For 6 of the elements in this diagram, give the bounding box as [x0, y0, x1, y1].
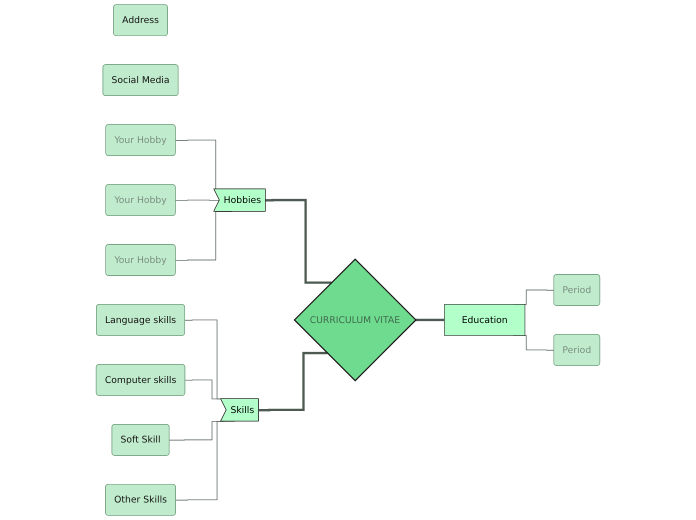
connector: [416, 318, 444, 322]
connector: [266, 198, 332, 284]
connector: [258, 352, 328, 412]
connector: [175, 200, 220, 201]
node-diamond: CURRICULUM VITAE: [294, 258, 417, 382]
node-box: Education: [444, 304, 526, 336]
